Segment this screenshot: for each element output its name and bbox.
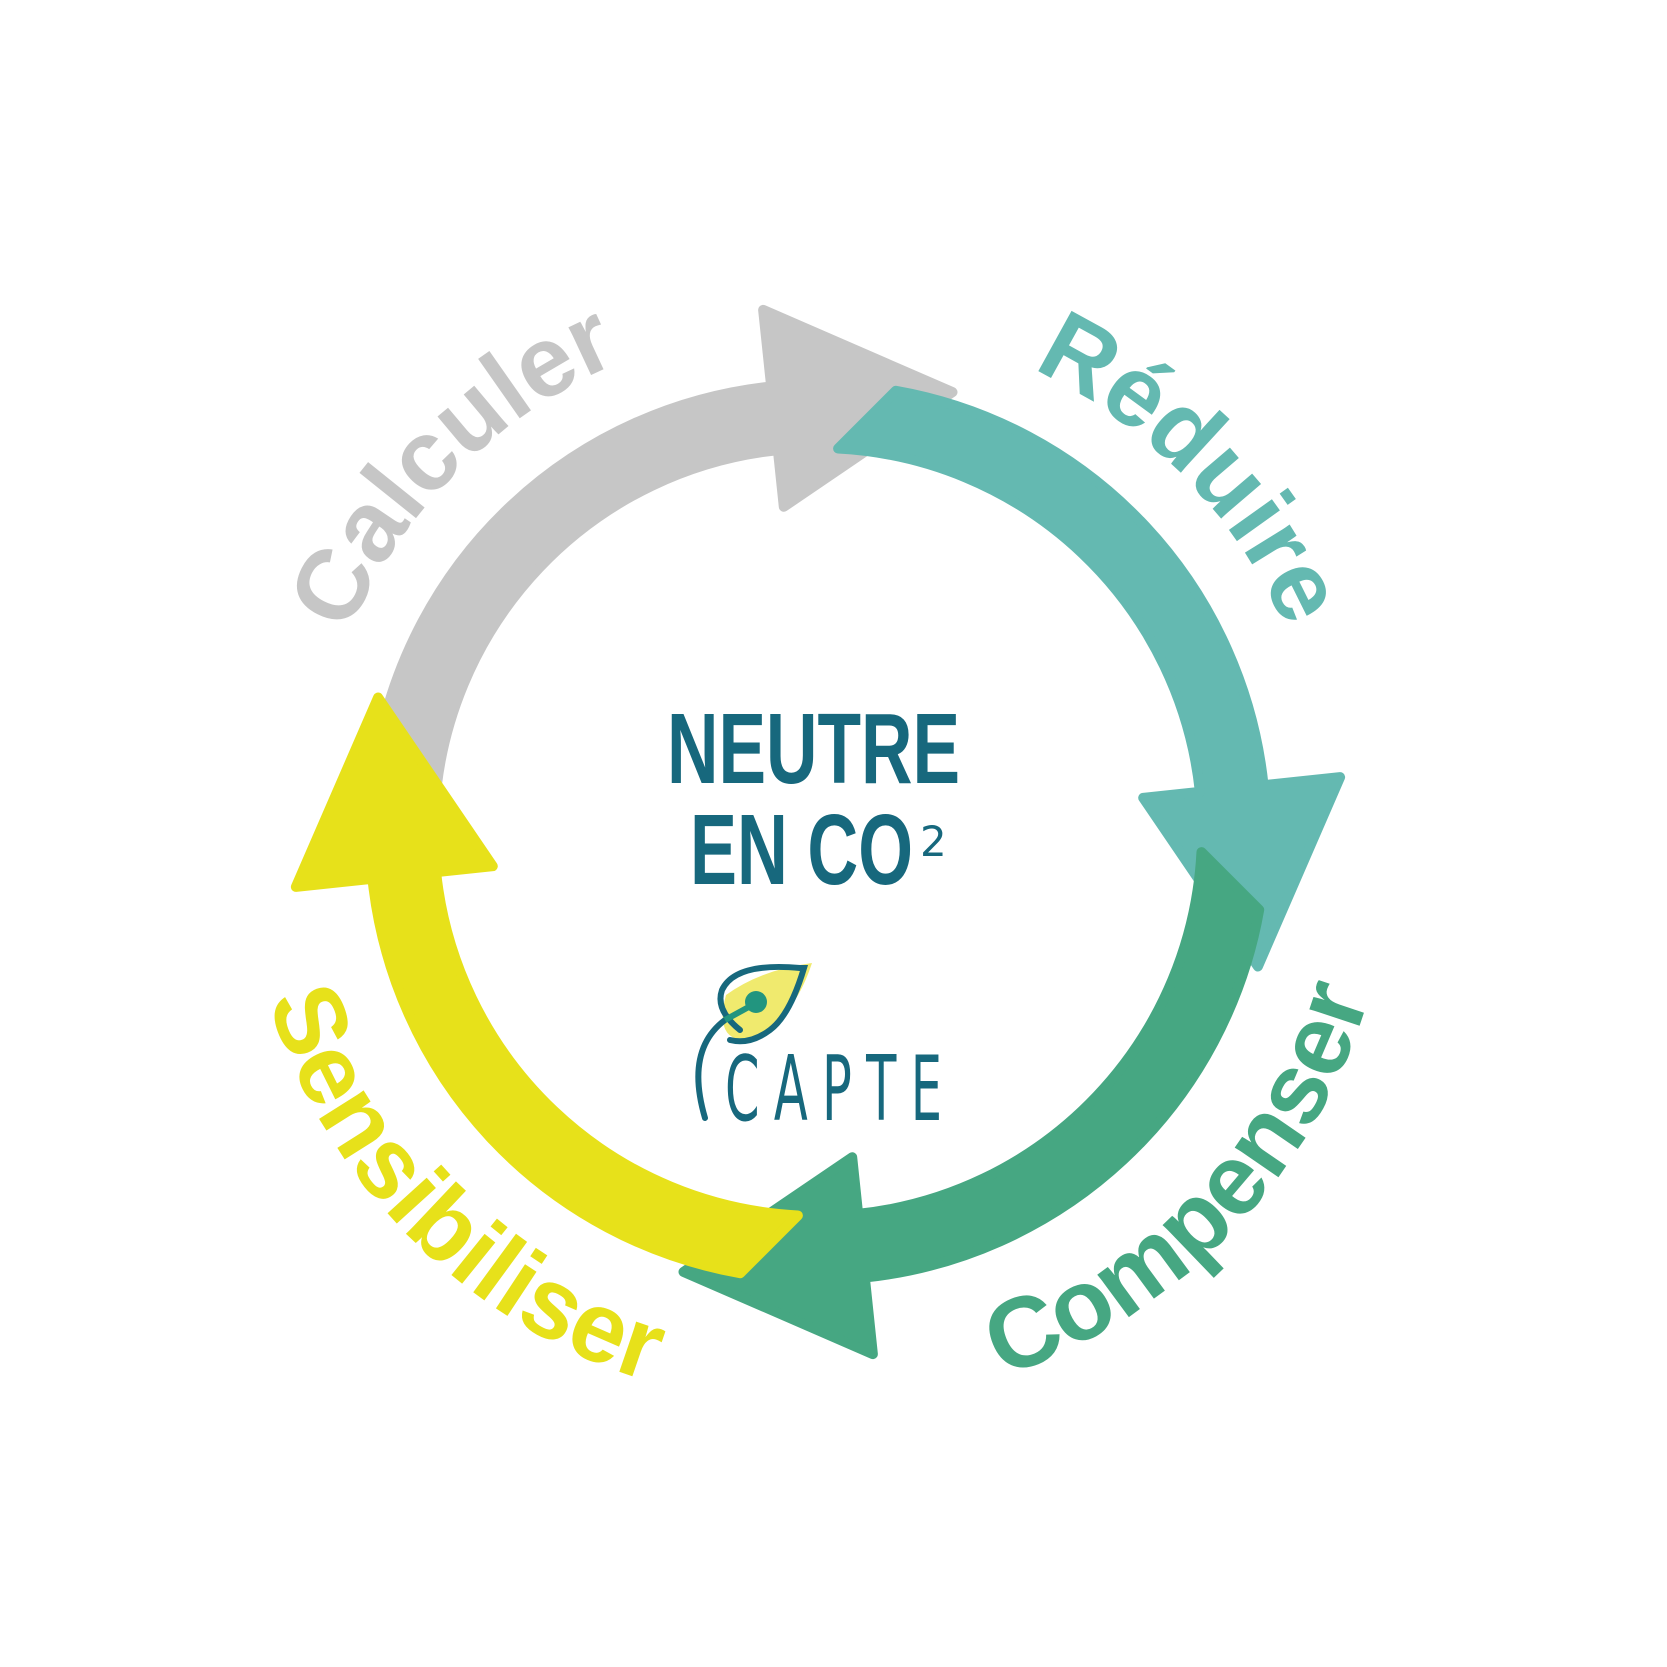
arrow-sensibiliser [290,692,803,1279]
arrow-reduire [833,385,1346,972]
arrow-calculer [371,304,958,817]
center-title-line2: EN CO [690,794,913,906]
cycle-arrows [290,304,1346,1360]
center-title-line1: NEUTRE [667,693,960,805]
leaf-icon [695,963,812,1121]
logo-capte: CAPTE [725,1038,942,1142]
arrow-compenser [678,847,1265,1360]
co2-subscript: 2 [920,817,947,866]
